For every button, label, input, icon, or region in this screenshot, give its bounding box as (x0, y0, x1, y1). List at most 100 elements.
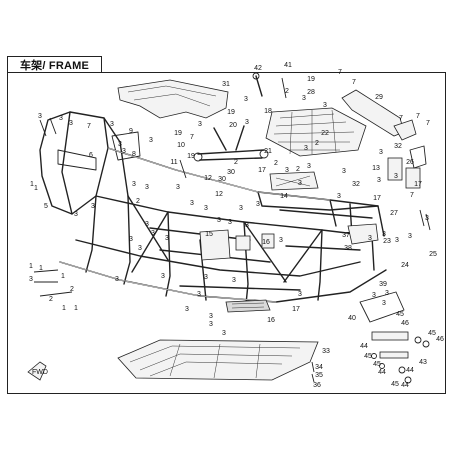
callout-3: 3 (394, 173, 398, 180)
callout-44: 44 (406, 367, 414, 374)
callout-24: 24 (401, 262, 409, 269)
callout-3: 3 (209, 321, 213, 328)
callout-3: 3 (59, 115, 63, 122)
callout-3: 3 (129, 236, 133, 243)
callout-19: 19 (174, 130, 182, 137)
callout-3: 3 (372, 292, 376, 299)
callout-3: 3 (110, 121, 114, 128)
callout-6: 6 (89, 152, 93, 159)
callout-17: 17 (373, 195, 381, 202)
callout-3: 3 (298, 180, 302, 187)
callout-3: 3 (232, 277, 236, 284)
callout-13: 13 (372, 165, 380, 172)
callout-42: 42 (254, 65, 262, 72)
callout-21: 21 (264, 148, 272, 155)
callout-1: 1 (74, 305, 78, 312)
callout-3: 3 (115, 276, 119, 283)
callout-3: 3 (385, 290, 389, 297)
callout-3: 3 (165, 235, 169, 242)
bottom-skid-plate (117, 339, 319, 381)
main-frame (39, 111, 387, 305)
callout-18: 18 (264, 108, 272, 115)
fasteners (33, 72, 431, 383)
callout-16: 16 (267, 317, 275, 324)
callout-3: 3 (228, 219, 232, 226)
callout-5: 5 (44, 203, 48, 210)
callout-3: 3 (408, 233, 412, 240)
callout-3: 3 (382, 300, 386, 307)
callout-3: 3 (145, 184, 149, 191)
callout-3: 3 (118, 141, 122, 148)
callout-3: 3 (245, 222, 249, 229)
fwd-arrow-icon: FWD (27, 361, 48, 381)
callout-46: 46 (436, 336, 444, 343)
callout-2: 2 (315, 140, 319, 147)
callout-45: 45 (396, 311, 404, 318)
callout-3: 3 (145, 221, 149, 228)
callout-3: 3 (217, 217, 221, 224)
callout-3: 3 (204, 274, 208, 281)
callout-3: 3 (337, 193, 341, 200)
callout-31: 31 (222, 81, 230, 88)
callout-7: 7 (416, 113, 420, 120)
callout-3: 3 (379, 149, 383, 156)
mid-plates (199, 223, 379, 261)
callout-3: 3 (149, 137, 153, 144)
callout-17: 17 (292, 306, 300, 313)
callout-29: 29 (375, 94, 383, 101)
callout-3: 3 (138, 245, 142, 252)
callout-26: 26 (406, 159, 414, 166)
rear-rack (265, 107, 367, 157)
fwd-label: FWD (32, 369, 48, 376)
callout-2: 2 (234, 159, 238, 166)
callout-3: 3 (279, 237, 283, 244)
callout-37: 37 (342, 232, 350, 239)
callout-2: 2 (296, 166, 300, 173)
diagram-border (7, 72, 446, 394)
callout-15: 15 (205, 231, 213, 238)
callout-12: 12 (204, 175, 212, 182)
callout-19: 19 (307, 76, 315, 83)
callout-44: 44 (360, 343, 368, 350)
callout-3: 3 (151, 230, 155, 237)
callout-35: 35 (315, 372, 323, 379)
callout-3: 3 (161, 273, 165, 280)
callout-25: 25 (429, 251, 437, 258)
callout-3: 3 (302, 95, 306, 102)
callout-41: 41 (284, 62, 292, 69)
callout-9: 9 (129, 128, 133, 135)
callout-2: 2 (70, 286, 74, 293)
center-tray (269, 171, 319, 191)
callout-3: 3 (91, 203, 95, 210)
callout-7: 7 (87, 123, 91, 130)
callout-20: 20 (229, 122, 237, 129)
diagram-title: 车架/ FRAME (7, 56, 102, 73)
callout-1: 1 (30, 181, 34, 188)
callout-3: 3 (222, 330, 226, 337)
callout-3: 3 (395, 237, 399, 244)
callout-46: 46 (401, 320, 409, 327)
callout-32: 32 (394, 143, 402, 150)
callout-2: 2 (274, 160, 278, 167)
callout-32: 32 (352, 181, 360, 188)
callout-3: 3 (204, 205, 208, 212)
callout-3: 3 (298, 291, 302, 298)
rear-arm-brackets (359, 291, 430, 384)
callout-19: 19 (187, 153, 195, 160)
callout-7: 7 (410, 192, 414, 199)
callout-3: 3 (323, 102, 327, 109)
callout-3: 3 (245, 119, 249, 126)
callout-45: 45 (391, 381, 399, 388)
callout-3: 3 (190, 200, 194, 207)
callout-3: 3 (69, 120, 73, 127)
callout-1: 1 (61, 273, 65, 280)
callout-44: 44 (378, 369, 386, 376)
callout-7: 7 (190, 134, 194, 141)
callout-3: 3 (185, 306, 189, 313)
upper-crossbars (193, 125, 269, 162)
callout-2: 2 (136, 198, 140, 205)
callout-34: 34 (315, 364, 323, 371)
callout-3: 3 (209, 313, 213, 320)
callout-45: 45 (373, 361, 381, 368)
